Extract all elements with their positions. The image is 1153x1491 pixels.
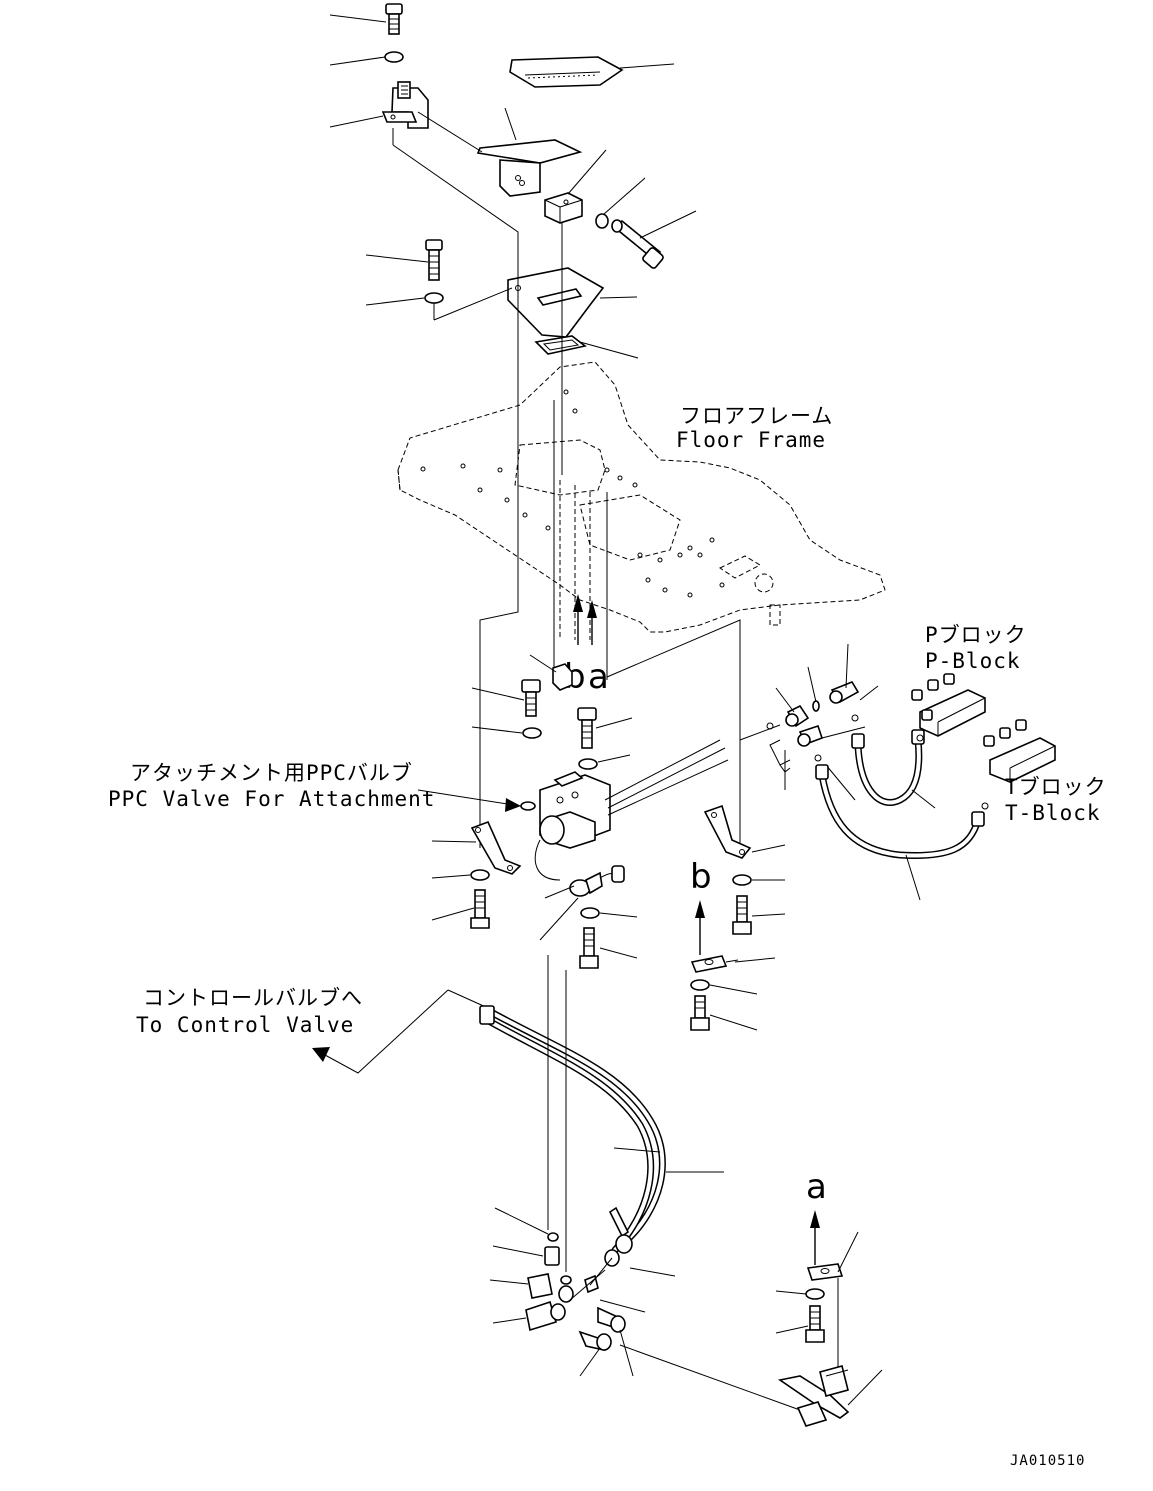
t-block [981, 719, 1056, 810]
floor-cover-plate [507, 267, 605, 338]
pedal-hinge-bracket [381, 81, 429, 129]
nut-ppc [552, 663, 573, 691]
floor-frame-label-jp: フロアフレーム [680, 404, 833, 428]
stopper-block [544, 192, 583, 224]
view-marker-b-top: b [564, 657, 586, 697]
view-arrow-a-bottom [810, 1210, 820, 1265]
ppc-valve [520, 739, 729, 881]
clamp-bottom [806, 1263, 844, 1281]
washer-ppc-low [580, 907, 600, 919]
t-block-label-jp: Tブロック [1005, 775, 1107, 799]
ppc-valve-label-en: PPC Valve For Attachment [108, 787, 435, 811]
washer-bottom [805, 1288, 825, 1300]
lower-fittings [525, 1206, 633, 1352]
pedal-plate [476, 139, 583, 197]
floor-frame-holes [420, 389, 725, 598]
view-marker-a-top: a [588, 657, 609, 697]
bolt-bracket-left [470, 889, 490, 929]
view-arrows-top [573, 594, 597, 645]
hose-to-control-valve [479, 1005, 666, 1254]
washer-ppc-left [522, 727, 542, 739]
bolt-ppc-right [577, 707, 597, 749]
clamp-mid [690, 955, 739, 973]
bracket-left [470, 820, 522, 875]
pressure-switch [569, 865, 625, 897]
control-valve-label-en: To Control Valve [136, 1013, 354, 1037]
control-valve-label-jp: コントロールバルブへ [143, 986, 363, 1010]
pedal-pin [595, 213, 664, 269]
t-block-label-en: T-Block [1005, 801, 1101, 825]
pedal-cover [509, 56, 624, 88]
bolt-top [385, 3, 403, 35]
p-block [911, 673, 986, 742]
hose-t-block [815, 764, 985, 859]
bracket-right [703, 804, 752, 859]
washer-bracket-left [470, 869, 490, 881]
p-block-label-jp: Pブロック [925, 623, 1027, 647]
washer-ppc-right [578, 758, 598, 770]
view-marker-a-bottom: a [806, 1167, 827, 1207]
washer-clamp-mid [690, 979, 710, 991]
control-valve-arrow [312, 989, 489, 1074]
hose-fittings [766, 681, 860, 790]
ppc-valve-label-jp: アタッチメント用PPCバルブ [130, 761, 413, 785]
bolt-plate [425, 239, 443, 281]
floor-frame [397, 361, 886, 633]
hose-p-block [851, 729, 925, 806]
bolt-ppc-low [579, 927, 599, 969]
washer-plate [424, 292, 444, 304]
pedal-assembly-top [329, 3, 697, 475]
bolt-bracket-right [732, 895, 752, 935]
floor-frame-label-en: Floor Frame [676, 428, 826, 452]
p-block-label-en: P-Block [925, 649, 1021, 673]
washer-bracket-right [732, 874, 752, 886]
view-marker-b-mid: b [690, 857, 712, 897]
pedal-lever-bottom [777, 1365, 850, 1427]
view-arrow-b-mid [695, 900, 705, 955]
bolt-bottom [805, 1305, 825, 1343]
drawing-code: JA010510 [1010, 1453, 1085, 1469]
washer-top [384, 51, 404, 63]
ppc-valve-hardware [417, 654, 729, 881]
bolt-clamp-mid [690, 995, 710, 1031]
gasket [534, 335, 587, 355]
bolt-ppc-left [521, 679, 541, 717]
